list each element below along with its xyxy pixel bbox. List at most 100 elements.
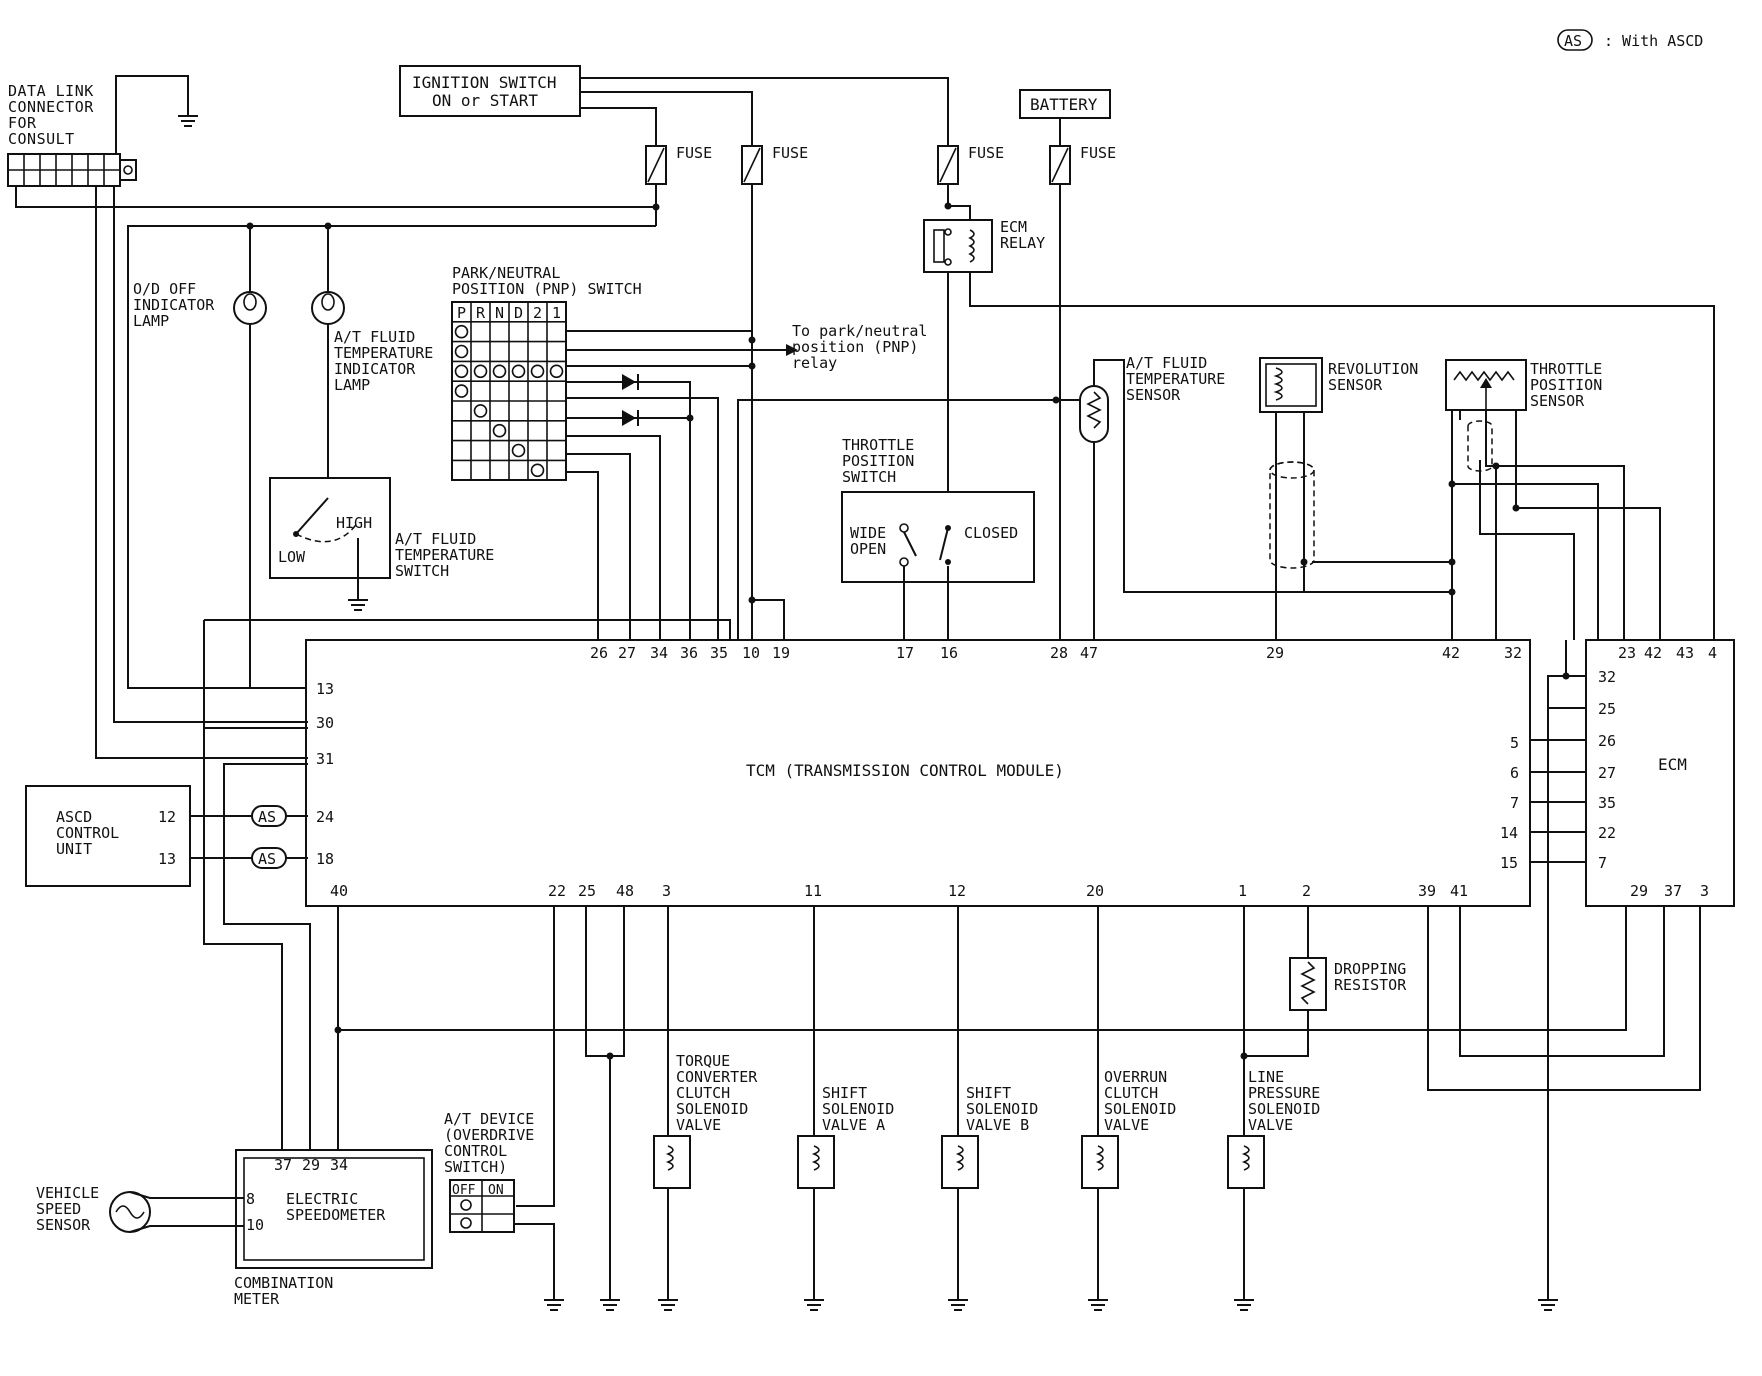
atf-lamp-label-2: TEMPERATURE — [334, 344, 433, 362]
tcm-pin-26: 26 — [590, 644, 608, 662]
ascd-badge-1-text: AS — [258, 808, 276, 826]
tcm-pin-35: 35 — [710, 644, 728, 662]
line-pressure-label-3: SOLENOID — [1248, 1100, 1320, 1118]
atf-temperature-switch: HIGH LOW A/T FLUID TEMPERATURE SWITCH — [269, 477, 494, 611]
tcm-pin-34: 34 — [650, 644, 668, 662]
ecm-pin-3: 3 — [1700, 882, 1709, 900]
od-off-indicator-lamp: O/D OFF INDICATOR LAMP — [133, 226, 267, 688]
meter-pin-10: 10 — [246, 1216, 264, 1234]
ecm-pin-35: 35 — [1598, 794, 1616, 812]
tps-label-3: SWITCH — [842, 468, 896, 486]
pnp-contact — [530, 463, 545, 478]
ascd-badge-2-text: AS — [258, 850, 276, 868]
shift-solenoid-valve-a: SHIFT SOLENOID VALVE A — [797, 906, 894, 1300]
ground-symbol — [1234, 1299, 1254, 1311]
pnp-contact — [492, 364, 507, 379]
tcm-pin-28: 28 — [1050, 644, 1068, 662]
pnp-col-d: D — [514, 304, 523, 322]
ignition-switch: IGNITION SWITCH ON or START — [399, 65, 581, 117]
pnp-title-1: PARK/NEUTRAL — [452, 264, 560, 282]
combination-meter: 37 29 34 8 10 ELECTRIC SPEEDOMETER COMBI… — [234, 1149, 433, 1308]
overrun-label-1: OVERRUN — [1104, 1068, 1167, 1086]
speedometer-label-2: SPEEDOMETER — [286, 1206, 386, 1224]
overrun-clutch-solenoid-valve: OVERRUN CLUTCH SOLENOID VALVE — [1081, 906, 1176, 1300]
fuse-1-label: FUSE — [676, 144, 712, 162]
shift-a-label-2: SOLENOID — [822, 1100, 894, 1118]
pnp-col-r: R — [476, 304, 486, 322]
closed-label: CLOSED — [964, 524, 1018, 542]
fuse-4-label: FUSE — [1080, 144, 1116, 162]
combination-meter-label-1: COMBINATION — [234, 1274, 333, 1292]
dlc-label-4: CONSULT — [8, 130, 75, 148]
line-pressure-solenoid-valve: LINE PRESSURE SOLENOID VALVE — [1227, 906, 1320, 1300]
ignition-label-1: IGNITION SWITCH — [412, 73, 557, 92]
legend-badge: AS — [1564, 32, 1582, 50]
tcm-pin-42: 42 — [1442, 644, 1460, 662]
ecm-relay: ECM RELAY — [923, 218, 1045, 273]
throttle-sensor-label-3: SENSOR — [1530, 392, 1585, 410]
dlc-label-1: DATA LINK — [8, 82, 94, 100]
ground-symbol — [658, 1299, 678, 1311]
throttle-sensor-label-1: THROTTLE — [1530, 360, 1602, 378]
ecm-pin-27: 27 — [1598, 764, 1616, 782]
tcm-pin-2: 2 — [1302, 882, 1311, 900]
wide-open-label-1: WIDE — [850, 524, 886, 542]
fuse-2: FUSE — [741, 144, 808, 185]
pnp-relay-3: relay — [792, 354, 837, 372]
pnp-switch: PARK/NEUTRAL POSITION (PNP) SWITCH P R N… — [451, 264, 642, 481]
tcm-pin-47: 47 — [1080, 644, 1098, 662]
atf-temperature-indicator-lamp: A/T FLUID TEMPERATURE INDICATOR LAMP — [311, 226, 433, 502]
tcm-pin-20: 20 — [1086, 882, 1104, 900]
tcm-pin-30: 30 — [316, 714, 334, 732]
tcm-pin-31: 31 — [316, 750, 334, 768]
tcc-label-2: CONVERTER — [676, 1068, 758, 1086]
fuse-2-label: FUSE — [772, 144, 808, 162]
tcm-pin-40: 40 — [330, 882, 348, 900]
battery: BATTERY — [1019, 89, 1111, 119]
tcm-pin-27: 27 — [618, 644, 636, 662]
at-device-label-3: CONTROL — [444, 1142, 507, 1160]
pnp-contact — [454, 344, 469, 359]
pnp-col-n: N — [495, 304, 504, 322]
vss-label-3: SENSOR — [36, 1216, 91, 1234]
dlc-label-3: FOR — [8, 114, 37, 132]
ascd-pin-12: 12 — [158, 808, 176, 826]
ecm-pin-25: 25 — [1598, 700, 1616, 718]
tcm-pin-41: 41 — [1450, 882, 1468, 900]
tcm-pin-18: 18 — [316, 850, 334, 868]
ascd-badge-2: AS — [251, 847, 287, 869]
tcc-label-1: TORQUE — [676, 1052, 730, 1070]
ecm-pin-7: 7 — [1598, 854, 1607, 872]
ecm-relay-label-2: RELAY — [1000, 234, 1045, 252]
fuse-1: FUSE — [645, 144, 712, 185]
ecm-pin-42: 42 — [1644, 644, 1662, 662]
ecm-pin-26: 26 — [1598, 732, 1616, 750]
at-device-label-2: (OVERDRIVE — [444, 1126, 534, 1144]
ascd-label-2: CONTROL — [56, 824, 119, 842]
throttle-sensor-label-2: POSITION — [1530, 376, 1602, 394]
ecm-pin-23: 23 — [1618, 644, 1636, 662]
meter-pin-8: 8 — [246, 1190, 255, 1208]
tcm-pin-3: 3 — [662, 882, 671, 900]
dlc-label-2: CONNECTOR — [8, 98, 94, 116]
high-label: HIGH — [336, 514, 372, 532]
ecm-pin-43: 43 — [1676, 644, 1694, 662]
pnp-contact — [492, 423, 507, 438]
shift-b-label-2: SOLENOID — [966, 1100, 1038, 1118]
tcm-pin-48: 48 — [616, 882, 634, 900]
od-lamp-label-2: INDICATOR — [133, 296, 215, 314]
wide-open-label-2: OPEN — [850, 540, 886, 558]
legend: AS : With ASCD — [1557, 29, 1703, 51]
ats-label-1: A/T FLUID — [1126, 354, 1207, 372]
ascd-control-unit: ASCD CONTROL UNIT 12 13 — [25, 785, 191, 887]
dropping-resistor: DROPPING RESISTOR — [1244, 906, 1407, 1057]
ascd-badge-1: AS — [251, 805, 287, 827]
ats-label-2: TEMPERATURE — [1126, 370, 1225, 388]
tcm-pin-15: 15 — [1500, 854, 1518, 872]
pnp-col-2: 2 — [533, 304, 542, 322]
pnp-title-2: POSITION (PNP) SWITCH — [452, 280, 642, 298]
shift-b-label-1: SHIFT — [966, 1084, 1011, 1102]
ground-symbol — [804, 1299, 824, 1311]
tcm-pin-1: 1 — [1238, 882, 1247, 900]
